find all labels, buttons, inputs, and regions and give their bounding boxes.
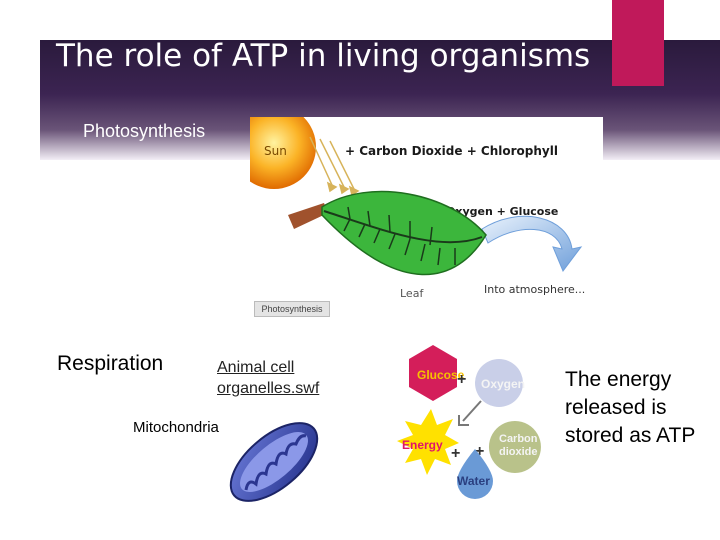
mitochondria-label: Mitochondria — [133, 419, 219, 436]
accent-bar — [612, 0, 664, 86]
oxygen-icon — [475, 359, 523, 407]
atmosphere-label: Into atmosphere... — [484, 283, 585, 296]
leaf-label: Leaf — [400, 287, 424, 300]
carbon-dioxide-label-line1: Carbon — [499, 433, 538, 445]
mitochondrion-icon — [229, 422, 319, 502]
photosynthesis-label: Photosynthesis — [83, 121, 206, 141]
water-label: Water — [457, 474, 490, 488]
leaf-stem — [288, 203, 328, 229]
photosynthesis-caption: Photosynthesis — [254, 301, 330, 317]
leaf-veins — [343, 206, 456, 266]
leaf-icon — [321, 190, 487, 276]
energy-burst-icon — [397, 409, 459, 475]
plus-sign-2: + — [451, 445, 460, 462]
leaf-vein — [323, 210, 483, 244]
carbon-dioxide-icon — [488, 421, 541, 473]
carbon-dioxide-label-line2: dioxide — [499, 446, 538, 458]
sun-label: Sun — [264, 144, 287, 158]
sunlight-rays-icon — [309, 136, 360, 197]
glucose-label: Glucose — [417, 368, 465, 382]
water-drop-icon — [457, 449, 493, 499]
photosynthesis-figure: Sun + Carbon Dioxide + Chlorophyll Oxyge… — [250, 117, 603, 317]
release-arrow-icon — [481, 215, 583, 272]
plus-sign-1: + — [457, 371, 466, 388]
animal-cell-organelles-link[interactable]: Animal cell organelles.swf — [217, 359, 320, 397]
sun-icon — [250, 117, 316, 189]
energy-note: The energy released is stored as ATP — [565, 368, 696, 447]
glucose-hexagon-icon — [409, 345, 457, 401]
plus-sign-3: + — [475, 443, 484, 460]
energy-label: Energy — [402, 438, 443, 452]
outputs-label: Oxygen + Glucose — [446, 205, 558, 218]
reaction-arrow-icon — [458, 400, 482, 426]
slide-title: The role of ATP in living organisms — [56, 38, 591, 74]
oxygen-label: Oxygen — [481, 377, 525, 391]
respiration-label: Respiration — [57, 352, 164, 375]
inputs-label: + Carbon Dioxide + Chlorophyll — [345, 144, 558, 158]
respiration-diagram: Glucose + Oxygen Energy + + Carbon dioxi… — [397, 345, 541, 499]
